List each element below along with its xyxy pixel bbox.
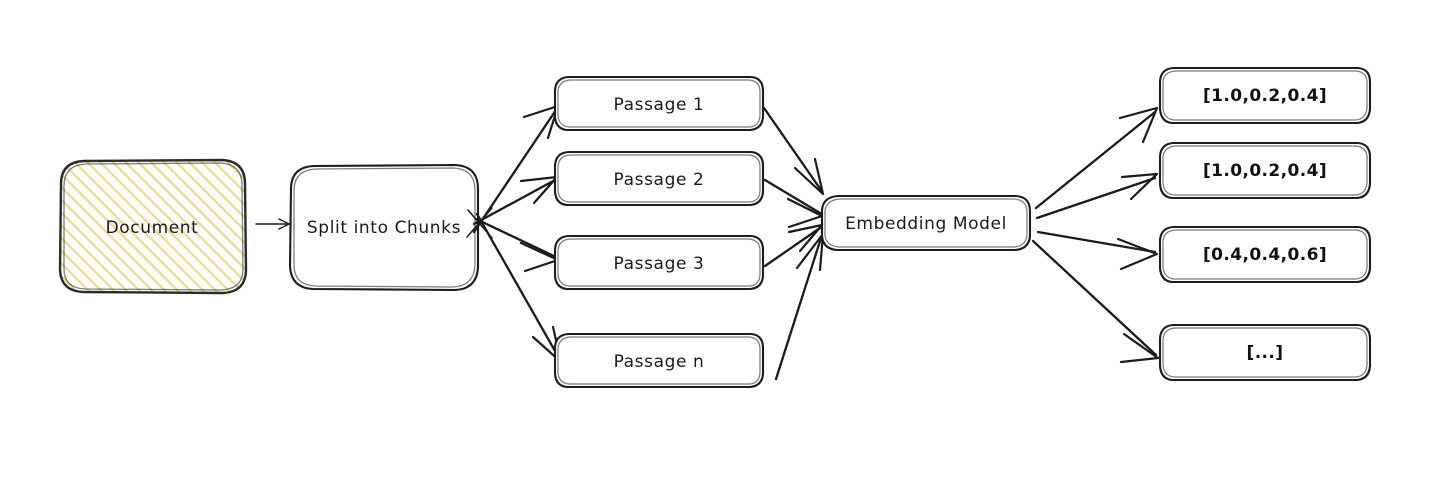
connector-model-to-vectors [1031,106,1160,364]
vector-3-box-sketch-overlay [1162,229,1368,280]
passage-label: Passage n [614,352,705,372]
model-to-vector-3-line [1036,230,1157,254]
passage-n-box-sketch-overlay [557,336,761,385]
passage-3-box-sketch-overlay [557,238,761,287]
vector-label: [...] [1247,343,1284,363]
vector-2-box-shape [1158,141,1372,200]
passage-n-to-model-line [774,236,823,381]
vector-4-box-shape [1158,323,1372,382]
passage-2-box-sketch-overlay [557,154,761,203]
passage-box[interactable]: Passage 1 [553,75,765,132]
passage-2-to-model-line [763,178,822,215]
vector-label: [1.0,0.2,0.4] [1203,161,1327,181]
connector-document-to-split [255,218,290,230]
vector-3-box-shape [1158,225,1372,284]
passage-label: Passage 1 [614,95,705,115]
split-box-sketch-overlay [293,167,476,288]
node-embedding-model[interactable]: Embedding Model [820,194,1032,252]
passage-box[interactable]: Passage 3 [553,234,765,291]
embedding-model-box-shape [820,194,1032,252]
embedding-model-label: Embedding Model [845,214,1007,234]
passage-label: Passage 3 [614,254,705,274]
split-origin-sketch-stroke-b [466,207,493,238]
model-to-vector-3-arrowhead [1116,237,1159,271]
split-to-passage-1-line [472,108,558,234]
passage-1-box-shape [553,75,765,132]
passage-3-to-model-line [763,226,822,268]
passage-box[interactable]: Passage n [553,332,765,389]
model-to-vector-2-line [1035,176,1157,220]
connector-passages-to-model [762,106,825,381]
model-to-vector-4-line [1031,239,1158,357]
document-label: Document [106,218,199,238]
split-to-passage-2-line [472,178,557,226]
passage-2-box-shape [553,150,765,207]
model-to-vector-1-line [1034,110,1157,210]
split-box-shape [288,163,480,292]
node-document[interactable]: Document [58,158,248,295]
passage-1-to-model-line [762,106,823,192]
vector-label: [1.0,0.2,0.4] [1203,86,1327,106]
vector-1-box-sketch-overlay [1162,70,1368,121]
vector-1-box-shape [1158,66,1372,125]
vector-4-box-sketch-overlay [1162,327,1368,378]
passage-1-box-sketch-overlay [557,79,761,128]
passage-box[interactable]: Passage 2 [553,150,765,207]
vector-label: [0.4,0.4,0.6] [1203,245,1327,265]
passage-1-to-model-arrowhead [793,157,825,196]
model-to-vector-1-arrowhead [1118,106,1159,144]
document-box-sketch-overlay [63,162,244,291]
passage-n-box-shape [553,332,765,389]
model-to-vector-2-arrowhead [1120,172,1159,201]
passage-3-box-shape [553,234,765,291]
passage-label: Passage 2 [614,170,705,190]
split-to-passage-3-line [474,217,558,259]
vector-box[interactable]: [0.4,0.4,0.6] [1158,225,1372,284]
split-origin-sketch-stroke-a [467,209,493,239]
vector-box[interactable]: [...] [1158,323,1372,382]
document-box-shape [58,158,248,295]
embedding-model-box-sketch-overlay [824,198,1028,248]
vector-box[interactable]: [1.0,0.2,0.4] [1158,141,1372,200]
vector-box[interactable]: [1.0,0.2,0.4] [1158,66,1372,125]
node-split-into-chunks[interactable]: Split into Chunks [288,163,480,292]
document-to-split-arrowhead [278,218,290,230]
vector-2-box-sketch-overlay [1162,145,1368,196]
split-to-passage-n-line [475,212,561,360]
split-label: Split into Chunks [307,218,461,238]
model-to-vector-4-arrowhead [1119,332,1160,364]
